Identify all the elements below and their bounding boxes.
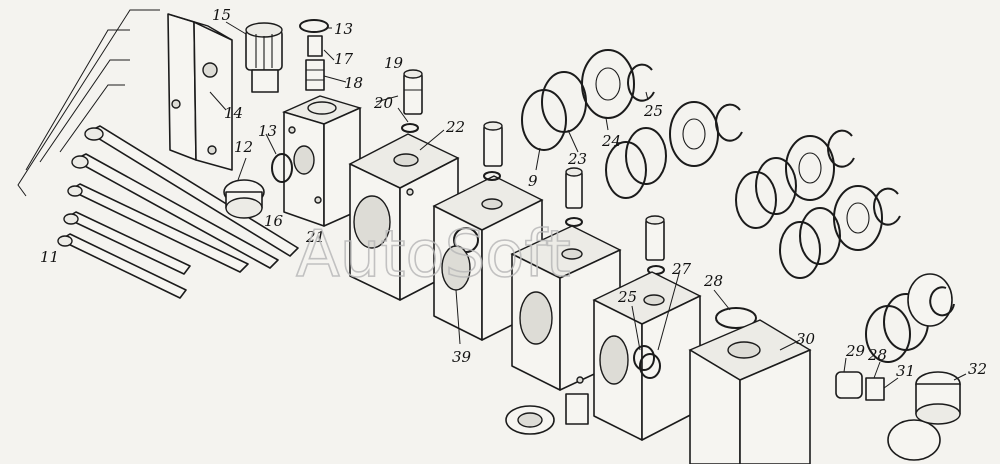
callout-25-lower: 25 (617, 288, 637, 306)
bolt (63, 211, 191, 275)
callout-32: 32 (968, 360, 987, 378)
callout-13-lower: 13 (258, 122, 277, 140)
o-ring-20 (401, 123, 419, 133)
callout-28-lower: 28 (867, 346, 887, 364)
plug-12 (223, 179, 265, 219)
long-bolts (57, 125, 299, 299)
fitting-27 (645, 215, 665, 275)
leader-lines (209, 21, 967, 389)
small-parts-stack (299, 19, 329, 91)
ring-stack-second (605, 101, 743, 199)
callout-27: 27 (671, 260, 692, 278)
fitting-19 (403, 69, 423, 115)
callout-19: 19 (384, 54, 404, 72)
callout-11: 11 (40, 248, 59, 266)
section-block-22 (348, 133, 460, 301)
callout-28-upper: 28 (703, 272, 723, 290)
bolt (84, 125, 299, 257)
mounting-bracket (167, 13, 233, 171)
callout-17: 17 (334, 50, 354, 68)
fitting-stack-center (483, 121, 583, 227)
callout-16: 16 (264, 212, 284, 230)
callout-29: 29 (845, 342, 866, 360)
bolt (57, 233, 187, 299)
watermark-text: AutoSoft (296, 218, 571, 292)
bolt-group-bracket (17, 9, 160, 197)
bolt (71, 153, 279, 269)
callout-30: 30 (796, 330, 816, 348)
callout-20: 20 (373, 94, 394, 112)
section-block-25 (592, 271, 702, 441)
ring-stack-third (735, 129, 855, 229)
end-cover-30 (688, 319, 812, 464)
callout-23: 23 (567, 150, 587, 168)
callout-18: 18 (344, 74, 363, 92)
callout-14: 14 (224, 104, 243, 122)
callout-labels: 11 12 13 13 14 15 16 17 18 19 20 21 22 2… (40, 6, 987, 380)
bolt (67, 183, 249, 273)
callout-39: 39 (452, 348, 472, 366)
callout-25-upper: 25 (643, 102, 663, 120)
callout-24: 24 (601, 132, 621, 150)
end-parts-right (835, 273, 961, 425)
lower-fittings (505, 393, 941, 461)
valve-body-16 (281, 95, 363, 227)
callout-31: 31 (896, 362, 915, 380)
o-ring-28 (715, 307, 757, 329)
callout-21: 21 (305, 228, 325, 246)
callout-13-upper: 13 (334, 20, 353, 38)
ring-stack-fourth (779, 185, 901, 279)
o-ring-13 (271, 153, 293, 183)
fitting-part-15 (245, 22, 283, 93)
callout-9: 9 (528, 172, 538, 190)
callout-12: 12 (234, 138, 253, 156)
callout-22: 22 (445, 118, 465, 136)
ring-stack-upper (521, 49, 655, 151)
callout-15: 15 (212, 6, 231, 24)
